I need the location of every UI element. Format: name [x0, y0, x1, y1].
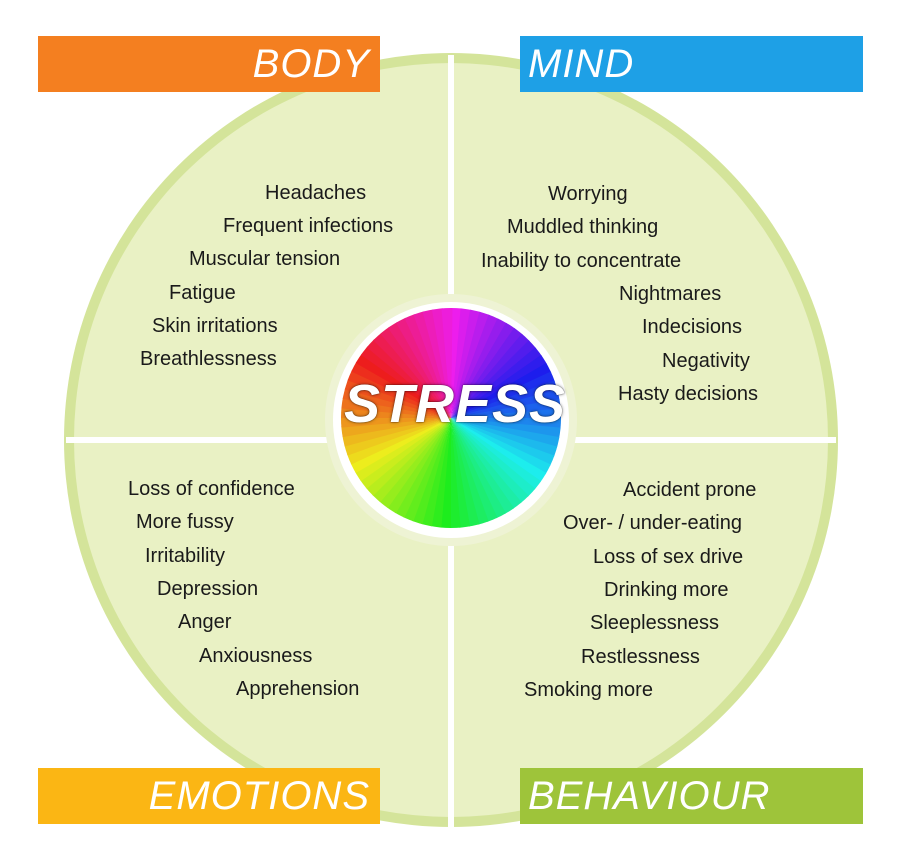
banner-mind: MIND [520, 36, 863, 92]
spectrum-segment [451, 418, 535, 526]
mind-symptom: Indecisions [642, 316, 743, 339]
spectrum-segment [341, 418, 451, 441]
spectrum-segment [451, 418, 496, 528]
mind-symptom: Nightmares [619, 282, 722, 305]
spectrum-segment [451, 353, 561, 418]
body-symptom: Breathlessness [140, 348, 277, 370]
behaviour-symptom: Drinking more [604, 578, 729, 601]
spectrum-segment [341, 418, 451, 452]
spectrum-segment [451, 384, 561, 418]
mind-symptom: Negativity [662, 349, 750, 372]
spectrum-segment [417, 308, 451, 418]
behaviour-symptom: Restlessness [581, 645, 700, 668]
spectrum-segment [341, 361, 451, 418]
body-symptom: Headaches [265, 182, 367, 204]
spectrum-segment [357, 418, 451, 518]
emotions-symptom: Apprehension [236, 677, 360, 700]
spectrum-segment [451, 418, 561, 494]
spectrum-segment [451, 418, 558, 503]
spectrum-segment [343, 418, 451, 502]
spectrum-segment [451, 418, 551, 512]
spectrum-segment [366, 418, 451, 525]
spectrum-segment [359, 317, 451, 418]
emotions-symptom: Loss of confidence [128, 478, 295, 500]
spectrum-segment [451, 308, 508, 418]
spectrum-segment [341, 418, 451, 473]
spectrum-segment [451, 311, 536, 418]
banner-behaviour-title: BEHAVIOUR [528, 774, 771, 818]
spectrum-segment [341, 418, 451, 493]
behaviour-symptom: Loss of sex drive [593, 545, 744, 568]
banner-emotions-title: EMOTIONS [148, 774, 370, 818]
spectrum-segment [341, 418, 451, 483]
spectrum-segment [394, 418, 451, 528]
mind-symptom: Inability to concentrate [481, 249, 682, 272]
spectrum-segment [451, 334, 559, 418]
body-symptom: Frequent infections [223, 215, 394, 238]
banner-mind-title: MIND [528, 42, 635, 86]
spectrum-segment [451, 308, 527, 418]
spectrum-segment [406, 308, 451, 418]
spectrum-segment [344, 333, 451, 418]
spectrum-segment [451, 418, 561, 475]
spectrum-segment [384, 418, 451, 528]
spectrum-segment [451, 418, 526, 528]
spectrum-segment [451, 418, 506, 528]
spectrum-segment [439, 308, 453, 418]
spectrum-segment [451, 373, 561, 418]
body-symptom: Fatigue [169, 281, 236, 304]
spectrum-segment [451, 418, 516, 528]
spectrum-segment [451, 406, 561, 420]
spectrum-segment [451, 395, 561, 418]
spectrum-segment [367, 310, 451, 418]
body-symptom: Skin irritations [152, 314, 278, 337]
spectrum-segment [451, 363, 561, 418]
spectrum-segment [451, 418, 474, 528]
banner-emotions: EMOTIONS [38, 768, 380, 824]
spectrum-segment [386, 308, 451, 418]
spectrum-segment [341, 416, 451, 430]
spectrum-segment [451, 418, 561, 485]
spectrum-segment [341, 351, 451, 418]
spectrum-segment [376, 308, 451, 418]
behaviour-symptom: Smoking more [524, 678, 653, 701]
spectrum-segment [451, 326, 552, 418]
spectrum-segment [451, 343, 561, 418]
spectrum-segment [341, 342, 451, 418]
mind-symptom: Muddled thinking [507, 216, 659, 239]
behaviour-symptom: Accident prone [623, 479, 757, 501]
emotions-symptom: Depression [157, 577, 259, 600]
emotions-symptom: Irritability [145, 544, 226, 567]
emotions-symptom: More fussy [136, 511, 234, 534]
spectrum-segment [351, 324, 451, 418]
banner-body-title: BODY [252, 42, 370, 86]
color-spectrum [341, 308, 561, 528]
spectrum-segment [350, 418, 451, 510]
emotions-symptom: Anxiousness [199, 644, 313, 667]
mind-symptom: Hasty decisions [618, 382, 759, 405]
spectrum-segment [396, 308, 451, 418]
center-label: STRESS [343, 374, 567, 434]
spectrum-segment [451, 418, 543, 519]
spectrum-segment [375, 418, 451, 528]
spectrum-segment [428, 308, 451, 418]
emotions-symptom: Anger [178, 611, 232, 634]
spectrum-segment [451, 318, 545, 418]
spectrum-segment [451, 418, 485, 528]
banner-body: BODY [38, 36, 380, 92]
body-symptom: Muscular tension [189, 248, 341, 271]
banner-behaviour: BEHAVIOUR [520, 768, 863, 824]
behaviour-symptom: Sleeplessness [590, 612, 719, 635]
behaviour-symptom: Over- / under-eating [563, 512, 742, 535]
spectrum-segment [449, 418, 463, 528]
mind-symptom: Worrying [548, 183, 628, 205]
spectrum-segment [341, 418, 451, 463]
spectrum-segment [451, 308, 518, 418]
